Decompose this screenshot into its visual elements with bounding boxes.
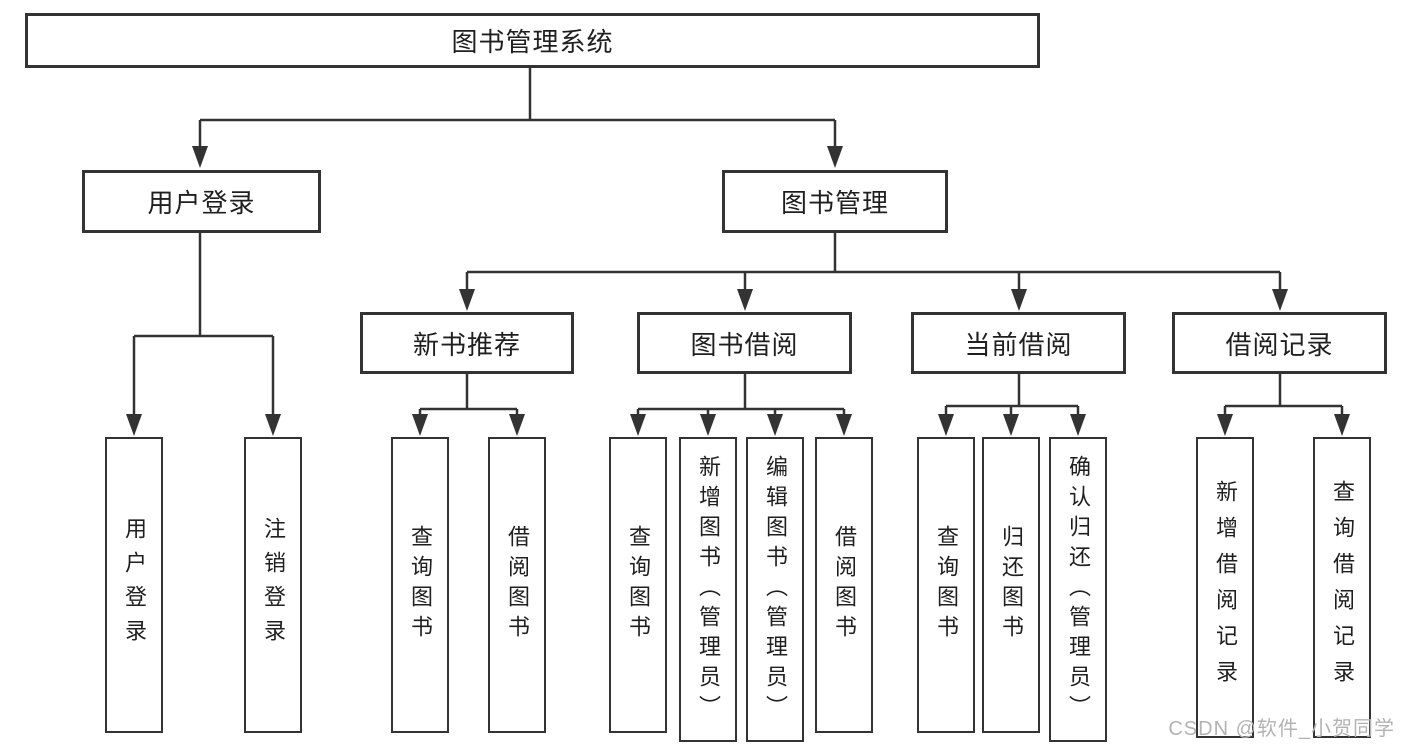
leaf-current-query-books: 查询图书 — [917, 437, 975, 733]
watermark: CSDN @软件_小贺同学 — [1168, 718, 1395, 740]
node-book-management: 图书管理 — [722, 170, 948, 233]
leaf-borrow-query-books: 查询图书 — [609, 437, 667, 733]
leaf-records-query-record: 查询借阅记录 — [1313, 437, 1371, 738]
node-book-borrow: 图书借阅 — [637, 312, 852, 374]
node-user-login: 用户登录 — [82, 170, 321, 233]
node-root: 图书管理系统 — [25, 13, 1040, 68]
leaf-current-confirm-return-admin: 确认归还（管理员） — [1049, 437, 1107, 742]
leaf-recommend-borrow-books: 借阅图书 — [488, 437, 546, 733]
node-borrow-records: 借阅记录 — [1172, 312, 1387, 374]
leaf-records-add-record: 新增借阅记录 — [1196, 437, 1254, 738]
node-current-borrow: 当前借阅 — [911, 312, 1126, 374]
arrowheads — [126, 146, 1350, 436]
leaf-logout: 注销登录 — [244, 437, 302, 733]
leaf-current-return-books: 归还图书 — [982, 437, 1040, 733]
connector-paths — [132, 68, 1344, 416]
leaf-borrow-borrow-books: 借阅图书 — [815, 437, 873, 733]
leaf-user-login: 用户登录 — [105, 437, 163, 733]
leaf-borrow-add-books-admin: 新增图书（管理员） — [679, 437, 737, 742]
leaf-borrow-edit-books-admin: 编辑图书（管理员） — [746, 437, 804, 742]
leaf-recommend-query-books: 查询图书 — [391, 437, 449, 733]
node-new-book-recommend: 新书推荐 — [360, 312, 574, 374]
